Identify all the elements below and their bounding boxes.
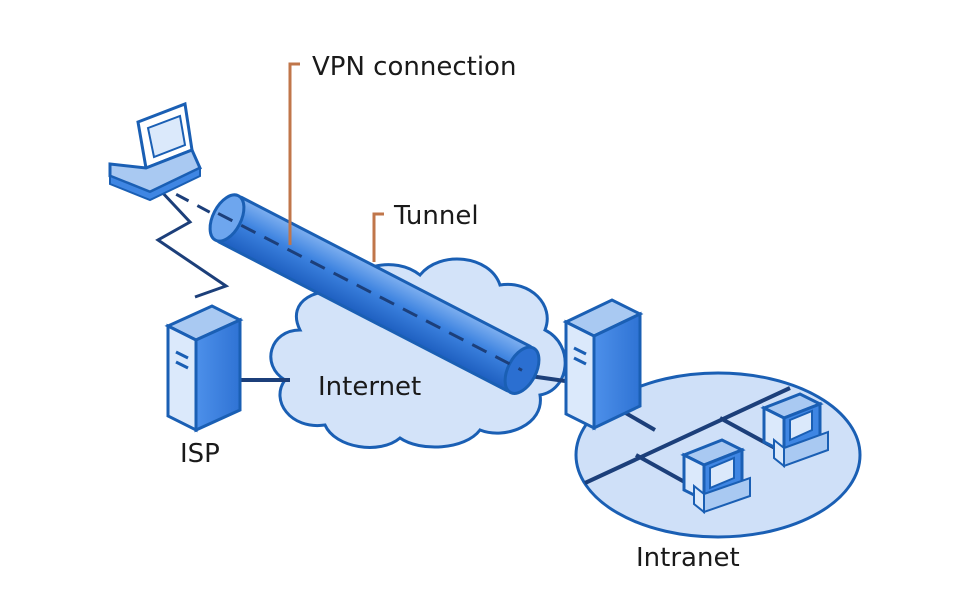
intranet-computer-icon bbox=[680, 438, 751, 515]
vpn-tunnel bbox=[208, 193, 541, 395]
vpn-server-icon bbox=[562, 298, 644, 431]
tunnel-label: Tunnel bbox=[393, 201, 479, 231]
isp-label: ISP bbox=[180, 439, 220, 469]
intranet-computer-icon bbox=[760, 392, 829, 469]
internet-label: Internet bbox=[318, 372, 421, 402]
tunnel-callout bbox=[372, 212, 384, 262]
laptop-icon bbox=[108, 101, 202, 202]
vpn-connection-label: VPN connection bbox=[312, 52, 516, 82]
vpn-connection-callout bbox=[288, 62, 300, 245]
vpn-connection-line bbox=[217, 212, 523, 372]
intranet-label: Intranet bbox=[636, 543, 740, 573]
isp-server-icon bbox=[164, 304, 244, 433]
